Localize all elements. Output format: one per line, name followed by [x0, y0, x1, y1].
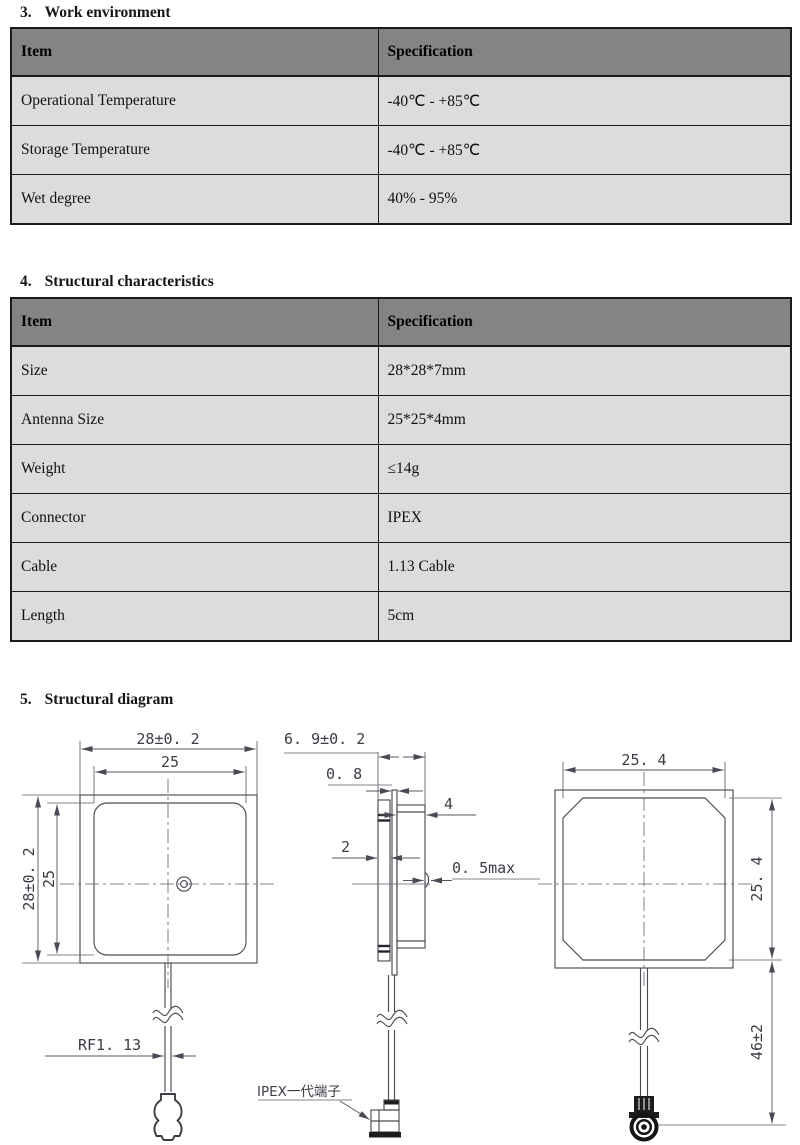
section-4-title: Structural characteristics — [44, 273, 214, 290]
ipex-connector-side — [369, 1099, 401, 1138]
section-4-heading: 4. Structural characteristics — [20, 273, 214, 291]
cell-spec: ≤14g — [377, 444, 792, 494]
dim-back-width: 25. 4 — [621, 751, 667, 769]
header-item: Item — [10, 27, 379, 77]
section-4-number: 4. — [20, 273, 32, 290]
dim-side-pin-protrusion: 0. 5max — [452, 859, 516, 877]
dim-front-height-outer: 28±0. 2 — [20, 847, 38, 911]
table-row: Storage Temperature -40℃ - +85℃ — [10, 125, 792, 175]
table-row: Operational Temperature -40℃ - +85℃ — [10, 75, 792, 126]
cell-item: Storage Temperature — [10, 125, 379, 175]
table-row: Size 28*28*7mm — [10, 345, 792, 396]
header-specification: Specification — [377, 297, 792, 347]
label-ipex-connector: IPEX一代端子 — [257, 1084, 341, 1100]
section-5-number: 5. — [20, 691, 32, 708]
section-3-title: Work environment — [44, 4, 171, 21]
dim-side-pcb-thickness: 0. 8 — [326, 765, 363, 783]
dim-cable-rf113: RF1. 13 — [78, 1036, 142, 1054]
cell-spec: -40℃ - +85℃ — [377, 125, 792, 175]
dim-front-width-outer: 28±0. 2 — [136, 730, 200, 748]
section-3-number: 3. — [20, 4, 32, 21]
cell-item: Cable — [10, 542, 379, 592]
cell-item: Weight — [10, 444, 379, 494]
cell-spec: 25*25*4mm — [377, 395, 792, 445]
cell-spec: 5cm — [377, 591, 792, 642]
cell-spec: IPEX — [377, 493, 792, 543]
section-5-title: Structural diagram — [44, 691, 174, 708]
ipex-connector-bottom — [629, 1096, 659, 1142]
table-header-row: Item Specification — [10, 27, 792, 77]
front-view — [22, 741, 278, 1141]
cell-item: Length — [10, 591, 379, 642]
section-5-heading: 5. Structural diagram — [20, 691, 173, 709]
dim-cable-length: 46±2 — [748, 1023, 766, 1061]
cell-item: Operational Temperature — [10, 75, 379, 126]
section-3-heading: 3. Work environment — [20, 4, 171, 22]
work-environment-table: Item Specification Operational Temperatu… — [10, 27, 792, 225]
cell-spec: -40℃ - +85℃ — [377, 75, 792, 126]
structural-characteristics-table: Item Specification Size 28*28*7mm Antenn… — [10, 297, 792, 642]
side-view — [258, 752, 540, 1138]
dim-side-plate-thickness: 2 — [341, 838, 351, 856]
cell-item: Antenna Size — [10, 395, 379, 445]
header-specification: Specification — [377, 27, 792, 77]
table-header-row: Item Specification — [10, 297, 792, 347]
dim-front-width-inner: 25 — [160, 753, 180, 771]
ipex-connector-front — [153, 1093, 183, 1141]
dim-front-height-inner: 25 — [40, 869, 58, 889]
header-item: Item — [10, 297, 379, 347]
table-row: Connector IPEX — [10, 493, 792, 543]
cell-spec: 1.13 Cable — [377, 542, 792, 592]
dim-side-total-thickness: 6. 9±0. 2 — [284, 730, 366, 748]
cell-spec: 28*28*7mm — [377, 345, 792, 396]
cell-spec: 40% - 95% — [377, 174, 792, 225]
dim-side-ceramic-thickness: 4 — [444, 795, 454, 813]
cell-item: Wet degree — [10, 174, 379, 225]
dim-back-height: 25. 4 — [748, 856, 766, 902]
cell-item: Size — [10, 345, 379, 396]
table-row: Cable 1.13 Cable — [10, 542, 792, 592]
table-row: Weight ≤14g — [10, 444, 792, 494]
back-view — [538, 762, 786, 1142]
cell-item: Connector — [10, 493, 379, 543]
table-row: Antenna Size 25*25*4mm — [10, 395, 792, 445]
table-row: Wet degree 40% - 95% — [10, 174, 792, 225]
table-row: Length 5cm — [10, 591, 792, 642]
